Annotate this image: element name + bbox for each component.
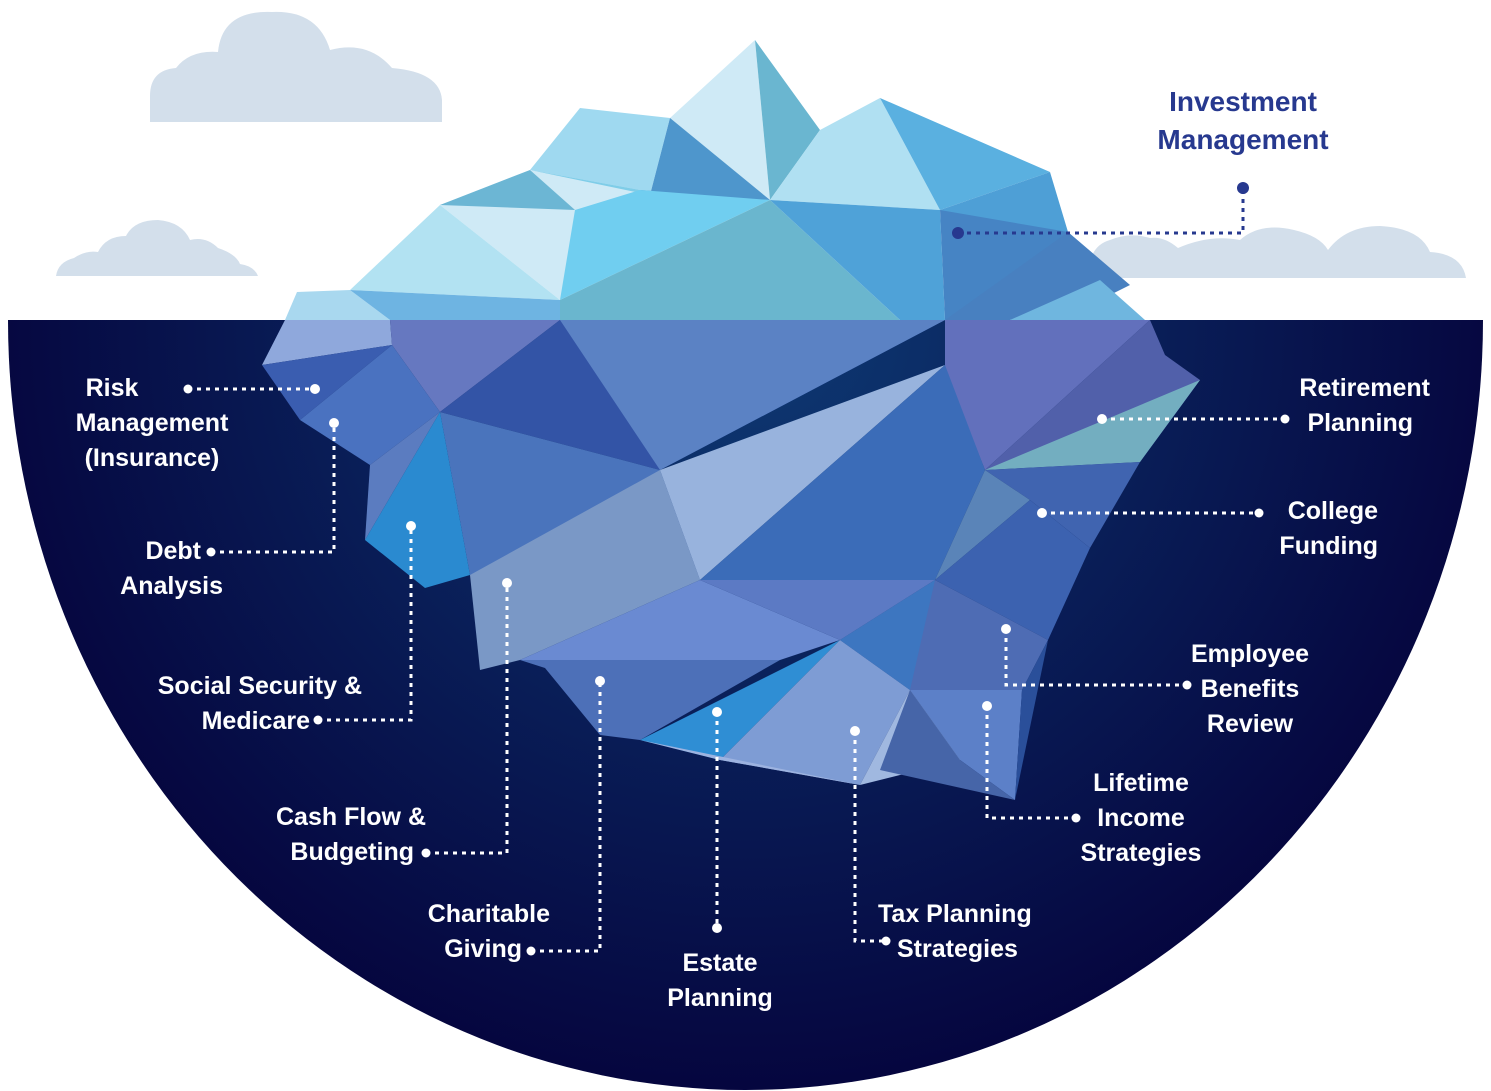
label-college-funding: College Funding	[1250, 494, 1378, 564]
label-line: Lifetime	[1093, 769, 1189, 797]
label-line: Social Security &	[157, 672, 362, 700]
label-line: Planning	[667, 984, 773, 1012]
label-debt-analysis: Debt Analysis	[80, 534, 223, 604]
connector-tax-planning	[853, 731, 886, 943]
label-lifetime-income: Lifetime Income Strategies	[1066, 766, 1216, 871]
label-line: Investment	[1169, 86, 1317, 117]
label-cash-flow: Cash Flow & Budgeting	[220, 800, 426, 870]
dot-icon	[1037, 508, 1047, 518]
label-line: Management	[1157, 124, 1329, 155]
dot-icon	[982, 701, 992, 711]
dot-icon	[712, 923, 722, 933]
dot-icon	[595, 676, 605, 686]
label-line: Review	[1206, 710, 1294, 738]
label-estate-planning: Estate Planning	[640, 946, 800, 1016]
label-line: Analysis	[120, 572, 223, 600]
label-employee-benefits: Employee Benefits Review	[1175, 637, 1325, 742]
dot-icon	[502, 578, 512, 588]
dot-icon	[1097, 414, 1107, 424]
label-line: Strategies	[897, 935, 1018, 963]
dot-icon	[712, 707, 722, 717]
label-line: Giving	[444, 935, 522, 963]
label-line: Income	[1097, 804, 1185, 832]
cloud-right	[1088, 226, 1466, 278]
label-tax-planning: Tax Planning Strategies	[878, 897, 1078, 967]
dot-icon	[329, 418, 339, 428]
label-charitable-giving: Charitable Giving	[380, 897, 550, 967]
connector-cash-flow	[426, 583, 509, 855]
dot-icon	[313, 715, 323, 725]
dot-icon	[183, 384, 193, 394]
dot-icon	[881, 936, 891, 946]
dot-icon	[850, 726, 860, 736]
dot-icon	[310, 384, 320, 394]
label-line: Estate	[682, 949, 758, 977]
label-investment-management: Investment Management	[1130, 83, 1356, 159]
label-line: Funding	[1279, 532, 1378, 560]
label-line: Retirement	[1299, 374, 1430, 402]
dot-icon	[421, 848, 431, 858]
dot-icon	[206, 547, 216, 557]
label-line: Budgeting	[290, 838, 414, 866]
dot-icon	[406, 521, 416, 531]
iceberg-above-water	[285, 40, 1145, 320]
label-line: Planning	[1307, 409, 1413, 437]
dot-icon	[1071, 813, 1081, 823]
iceberg-below-water	[262, 320, 1200, 800]
label-line: Management	[75, 409, 229, 437]
label-risk-management: Risk Management (Insurance)	[54, 371, 250, 476]
cloud-top-left	[150, 11, 442, 122]
connector-social-security	[318, 526, 413, 722]
label-line: Cash Flow &	[275, 803, 426, 831]
dot-icon	[1280, 414, 1290, 424]
label-line: Medicare	[201, 707, 310, 735]
label-line: (Insurance)	[84, 444, 220, 472]
dot-icon	[1237, 182, 1249, 194]
connector-lifetime-income	[985, 706, 1076, 820]
label-line: Charitable	[427, 900, 550, 928]
label-line: Benefits	[1200, 675, 1300, 703]
label-line: College	[1287, 497, 1378, 525]
dot-icon	[1254, 508, 1264, 518]
label-line: Debt	[145, 537, 201, 565]
dot-icon	[952, 227, 964, 239]
cloud-left	[56, 220, 258, 276]
dot-icon	[1182, 680, 1192, 690]
label-line: Risk	[85, 374, 139, 402]
connector-debt-analysis	[211, 423, 336, 554]
label-line: Employee	[1190, 640, 1310, 668]
label-social-security: Social Security & Medicare	[100, 669, 362, 739]
connector-employee-benefits	[1004, 629, 1187, 687]
label-line: Tax Planning	[878, 900, 1032, 928]
dot-icon	[1001, 624, 1011, 634]
label-retirement-planning: Retirement Planning	[1270, 371, 1430, 441]
dot-icon	[526, 946, 536, 956]
label-line: Strategies	[1080, 839, 1202, 867]
